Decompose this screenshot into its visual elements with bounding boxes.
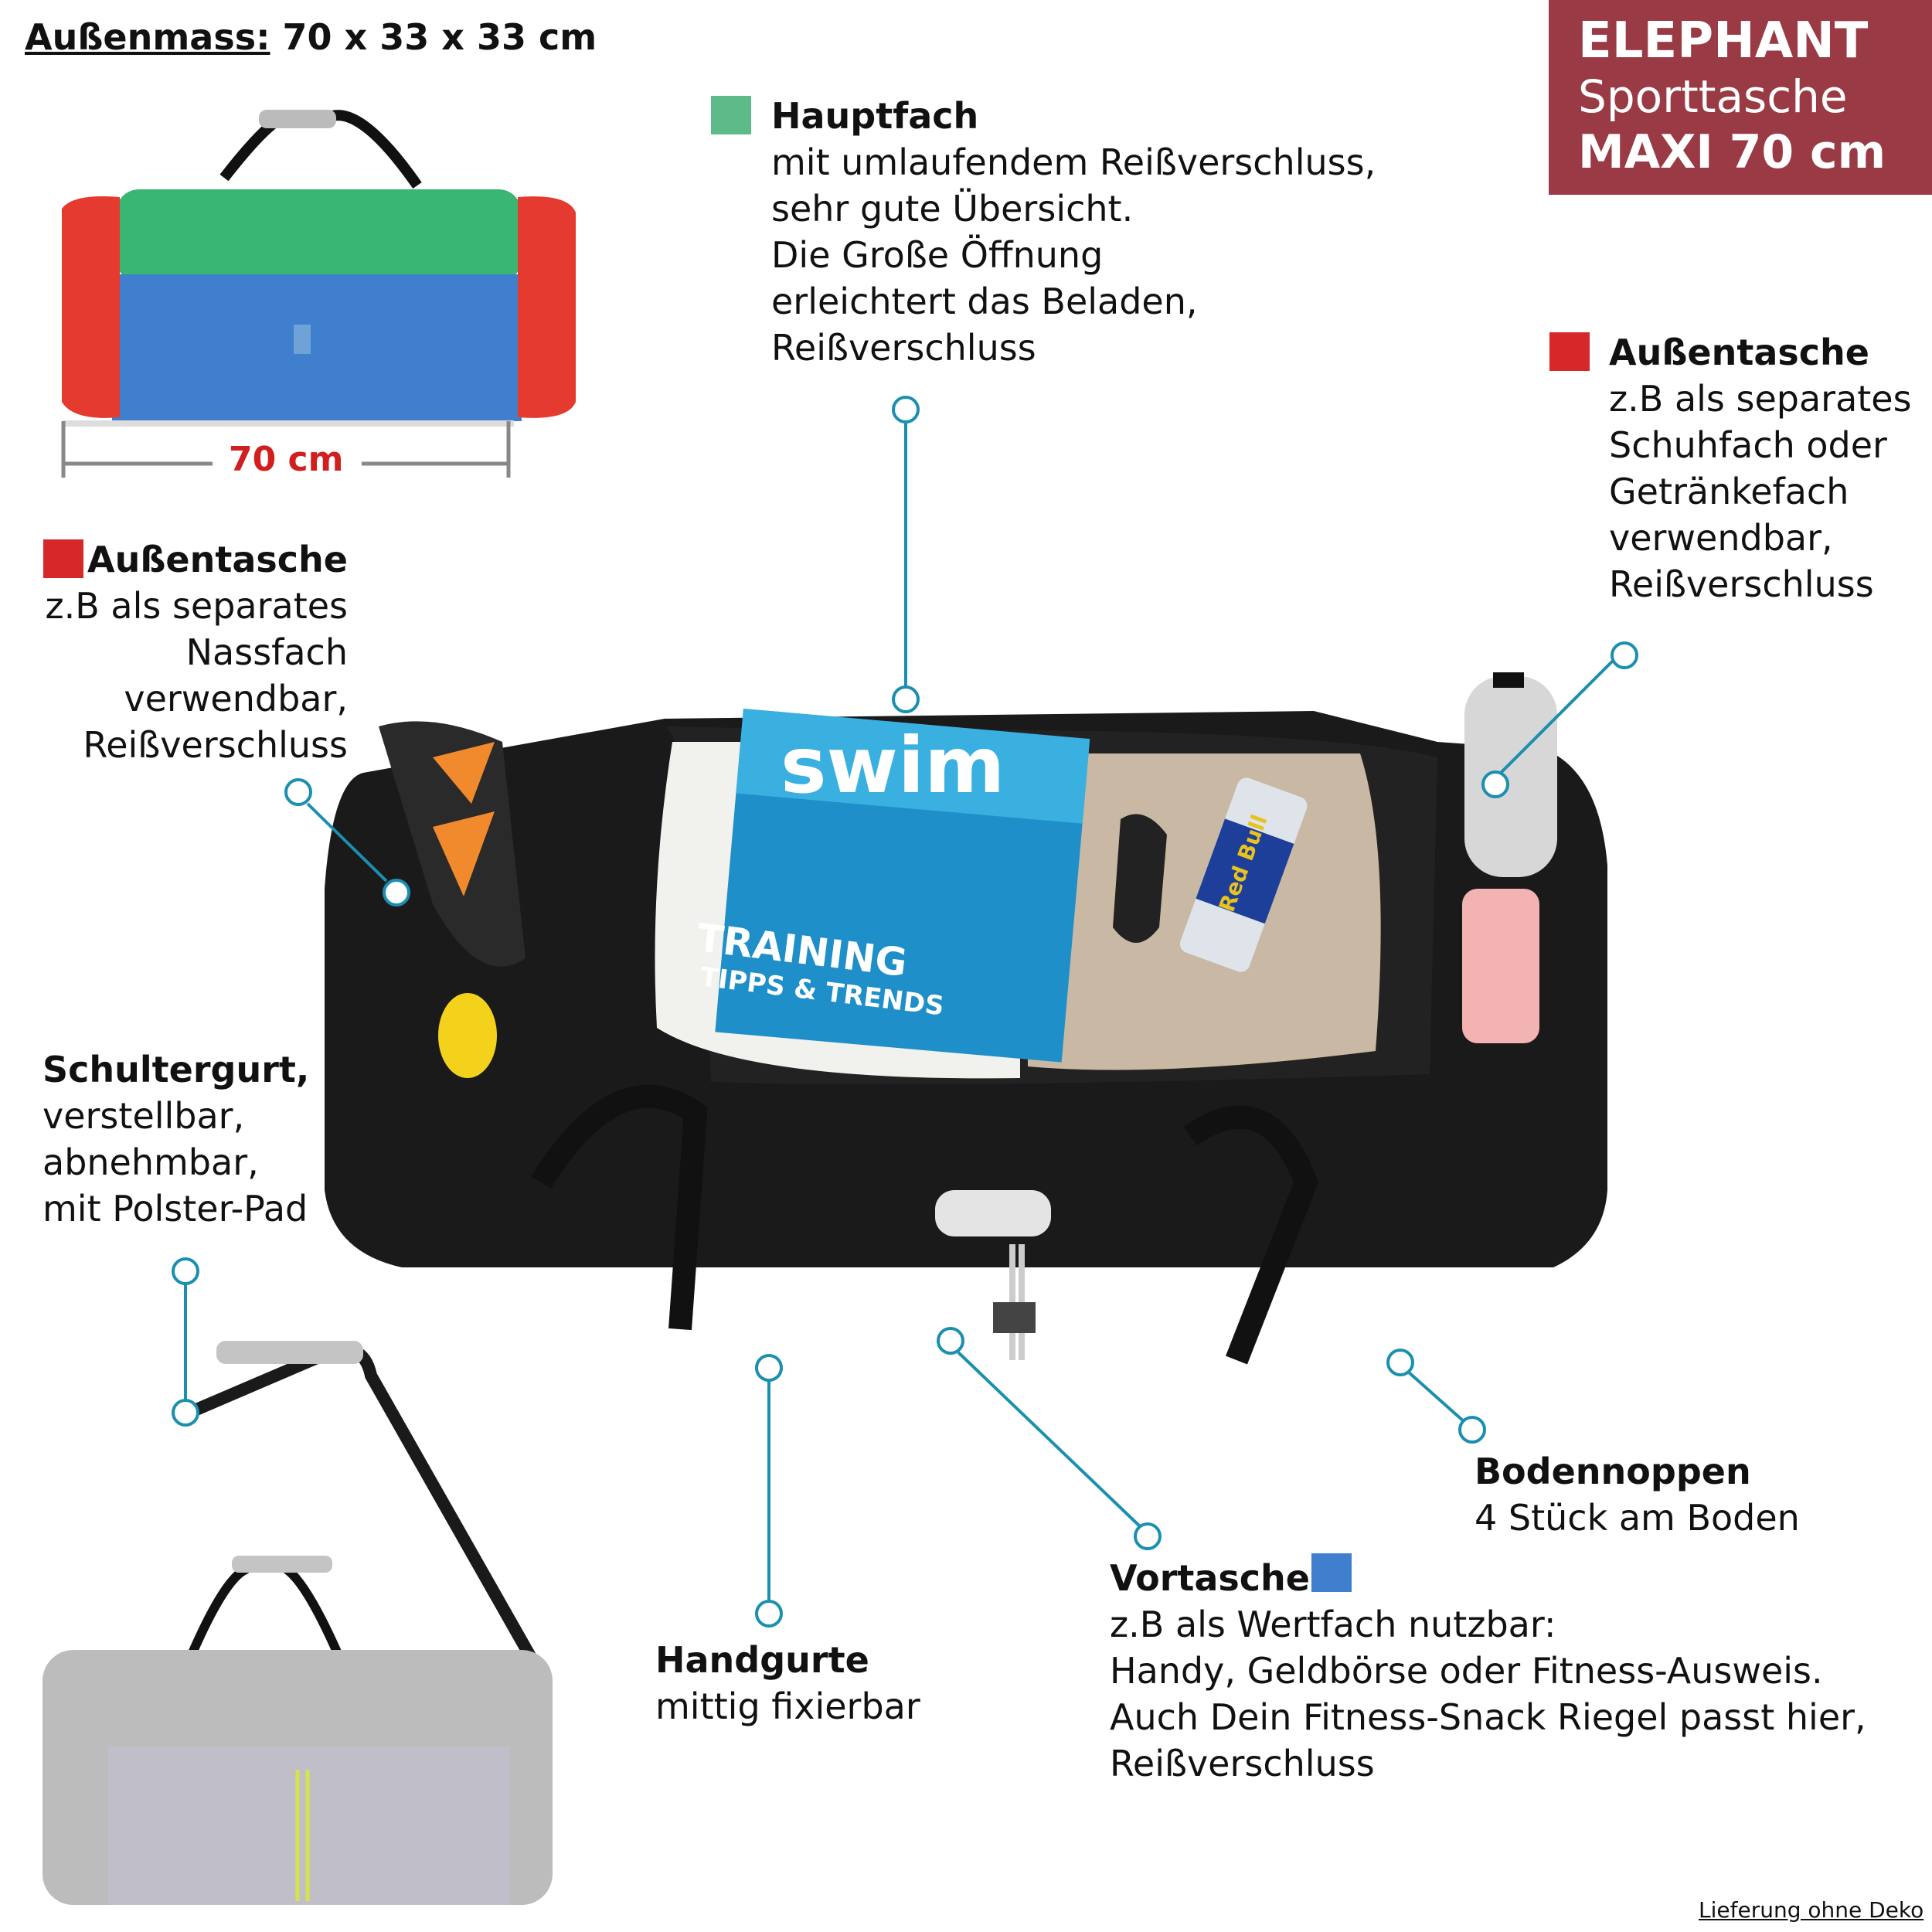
callout-line: Reißverschluss (1110, 1743, 1375, 1784)
handle-left (531, 1084, 708, 1331)
callout-line: z.B als separates (1609, 378, 1912, 420)
width-dimension-line (61, 421, 511, 478)
dimensions-key: Außenmass: (25, 16, 270, 58)
aussentasche-right-color-swatch (1549, 332, 1590, 371)
callout-title: Außentasche (1609, 332, 1870, 373)
main-bag-photo: swim TRAINING TIPPS & TRENDS Red Bull (325, 672, 1607, 1365)
energy-drink-can (1179, 777, 1308, 972)
callout-line: sehr gute Übersicht. (771, 188, 1134, 230)
callout-line: Reißverschluss (83, 724, 348, 766)
hauptfach-color-swatch (711, 96, 751, 134)
main-compartment-zone (116, 189, 522, 282)
callout-line: 4 Stück am Boden (1475, 1497, 1800, 1539)
callout-leaders (172, 396, 1638, 1628)
callout-line: z.B als Wertfach nutzbar: (1110, 1604, 1556, 1645)
water-bottle (1464, 676, 1557, 877)
brand-badge: ELEPHANT Sporttasche MAXI 70 cm (1549, 0, 1932, 195)
callout-line: z.B als separates (45, 585, 348, 627)
width-dimension-label: 70 cm (229, 440, 344, 479)
callout-hauptfach: Hauptfach mit umlaufendem Reißverschluss… (771, 93, 1376, 371)
callout-line: Nassfach (185, 631, 348, 673)
footer-note: Lieferung ohne Deko (1699, 1897, 1924, 1923)
callout-bodennoppen: Bodennoppen 4 Stück am Boden (1475, 1448, 1800, 1541)
brand-name: ELEPHANT (1578, 12, 1869, 70)
side-pocket-left-zone (62, 196, 120, 418)
swim-magazine (715, 708, 1090, 1063)
dimensions-label: Außenmass: 70 x 33 x 33 cm (25, 14, 597, 60)
vortasche-color-swatch (1311, 1553, 1352, 1592)
callout-line: verwendbar, (124, 678, 348, 719)
drink-can (1462, 889, 1539, 1043)
callout-line: mit umlaufendem Reißverschluss, (771, 141, 1376, 183)
callout-handgurte: Handgurte mittig fixierbar (655, 1637, 920, 1730)
callout-line: Schuhfach oder (1609, 424, 1887, 466)
callout-line: erleichtert das Beladen, (771, 281, 1198, 322)
callout-line: Handy, Geldbörse oder Fitness-Ausweis. (1110, 1650, 1823, 1692)
color-coded-bag-diagram (62, 110, 576, 427)
callout-title: Bodennoppen (1475, 1451, 1751, 1492)
brand-product-type: Sporttasche (1578, 70, 1848, 123)
brand-product-size: MAXI 70 cm (1578, 125, 1886, 179)
front-pocket-zone (112, 274, 522, 421)
callout-title: Schultergurt, (43, 1049, 310, 1090)
callout-title: Hauptfach (771, 95, 979, 137)
callout-line: Reißverschluss (1609, 563, 1874, 605)
callout-title: Handgurte (655, 1639, 869, 1681)
handle-right (1183, 1105, 1319, 1365)
side-pocket-right-zone (518, 196, 576, 418)
callout-line: Reißverschluss (771, 327, 1036, 369)
callout-line: mittig fixierbar (655, 1685, 920, 1727)
callout-line: Auch Dein Fitness-Snack Riegel passt hie… (1110, 1696, 1866, 1738)
callout-line: abnehmbar, (43, 1141, 259, 1183)
callout-line: verwendbar, (1609, 517, 1833, 559)
yellow-bottle (438, 993, 497, 1078)
shoulder-strap (182, 1343, 539, 1665)
callout-title: Vortasche (1110, 1557, 1310, 1599)
grey-bag-photo (43, 1341, 553, 1905)
callout-line: verstellbar, (43, 1095, 245, 1137)
magazine-title: swim (781, 720, 1005, 811)
callout-aussentasche-right: Außentasche z.B als separates Schuhfach … (1609, 329, 1912, 607)
callout-line: Die Große Öffnung (771, 234, 1104, 276)
callout-line: Getränkefach (1609, 471, 1849, 512)
sunglasses (1113, 814, 1167, 943)
callout-aussentasche-left: Außentasche z.B als separates Nassfach v… (31, 536, 348, 768)
callout-line: mit Polster-Pad (43, 1188, 308, 1230)
callout-title: Außentasche (87, 539, 348, 580)
aussentasche-left-color-swatch (43, 539, 83, 578)
smartphone (935, 1190, 1051, 1236)
shoulder-pad (216, 1341, 363, 1364)
callout-vortasche: Vortasche z.B als Wertfach nutzbar: Hand… (1110, 1555, 1866, 1787)
callout-schultergurt: Schultergurt, verstellbar, abnehmbar, mi… (43, 1046, 309, 1232)
dimensions-value: 70 x 33 x 33 cm (270, 16, 597, 58)
brand-patch (993, 1302, 1036, 1333)
